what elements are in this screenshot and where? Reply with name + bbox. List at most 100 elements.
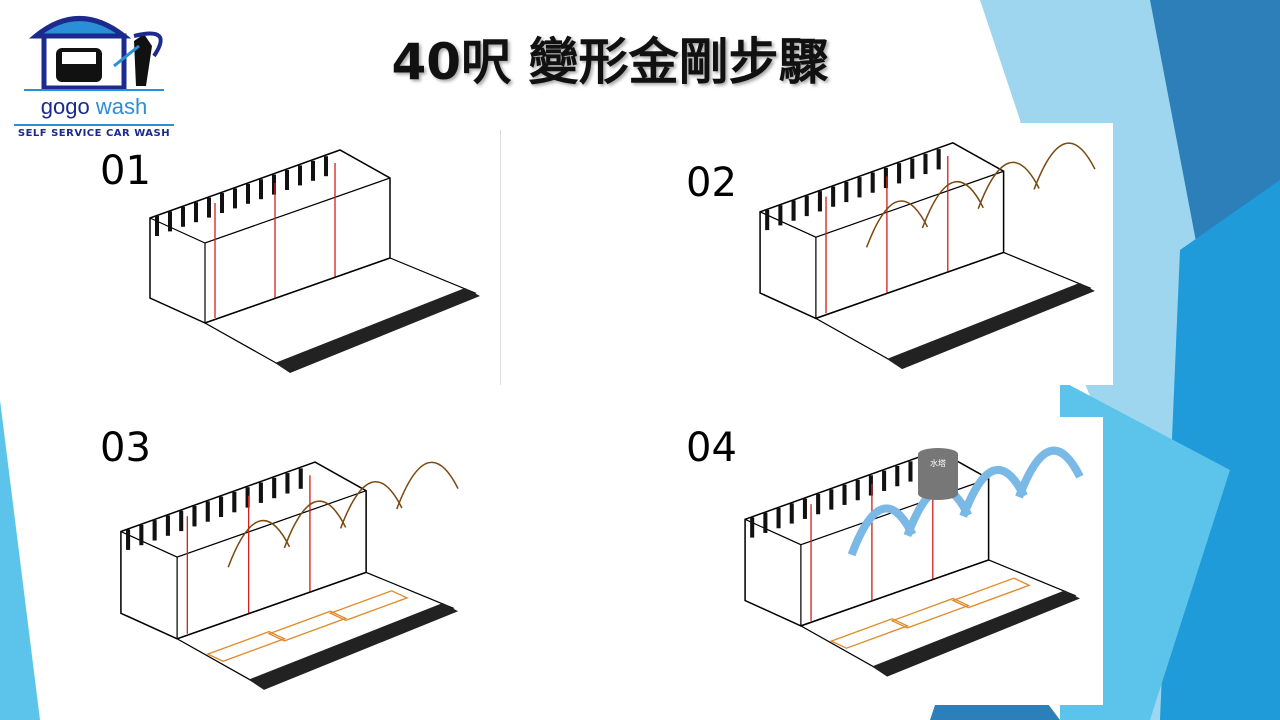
wall-panel bbox=[219, 496, 224, 518]
wall-panel bbox=[272, 477, 277, 499]
roof-arch bbox=[283, 500, 347, 549]
wall-panel bbox=[855, 479, 860, 501]
car-wash-icon bbox=[24, 16, 164, 91]
wall-panel bbox=[778, 205, 783, 226]
roof-arch bbox=[1015, 446, 1084, 499]
wall-panel bbox=[285, 473, 290, 494]
wall-panel bbox=[259, 179, 263, 200]
wall-panel bbox=[194, 202, 198, 223]
wall-panel bbox=[179, 510, 184, 532]
wall-panel bbox=[895, 465, 900, 487]
ramp bbox=[248, 603, 459, 690]
wall-panel bbox=[908, 461, 913, 482]
wall-panel bbox=[789, 503, 794, 524]
wall-panel bbox=[272, 174, 276, 195]
step-1-diagram bbox=[149, 149, 480, 373]
wall-panel bbox=[246, 183, 250, 204]
wall-panel bbox=[936, 149, 941, 170]
wall-panel bbox=[842, 484, 847, 505]
wall-panel bbox=[923, 153, 928, 175]
roof-arch bbox=[1033, 142, 1096, 190]
wall-panel bbox=[816, 493, 821, 515]
parking-bay bbox=[267, 610, 348, 642]
wall-panel bbox=[868, 475, 873, 496]
wall-panel bbox=[870, 172, 875, 193]
step-2-diagram bbox=[759, 142, 1096, 370]
wall-panel bbox=[139, 524, 144, 546]
wall-panel bbox=[165, 515, 170, 536]
wall-panel bbox=[192, 505, 197, 527]
wall-panel bbox=[245, 487, 250, 508]
wall-panel bbox=[311, 160, 315, 181]
floor-platform bbox=[175, 571, 455, 686]
logo-tagline: SELF SERVICE CAR WASH bbox=[14, 124, 174, 139]
roof-arch bbox=[227, 519, 291, 568]
wall-panel bbox=[765, 209, 770, 231]
step-3-diagram bbox=[120, 461, 459, 690]
container-frame bbox=[759, 142, 1005, 320]
wall-panel bbox=[298, 468, 303, 489]
wall-panel bbox=[910, 158, 915, 179]
ramp bbox=[275, 288, 480, 373]
wall-panel bbox=[802, 498, 807, 519]
wall-panel bbox=[205, 501, 210, 522]
wall-panel bbox=[857, 177, 862, 198]
wall-panel bbox=[882, 470, 887, 491]
floor-platform bbox=[203, 257, 477, 369]
wall-panel bbox=[817, 191, 822, 212]
roof-arch bbox=[959, 465, 1028, 518]
parking-bay bbox=[890, 597, 971, 629]
step-number-3: 03 bbox=[100, 425, 151, 471]
wall-panel bbox=[763, 512, 768, 533]
wall-panel bbox=[776, 507, 781, 529]
wall-panel bbox=[232, 491, 237, 513]
wall-panel bbox=[897, 163, 902, 184]
wall-panel bbox=[831, 186, 836, 207]
step-number-4: 04 bbox=[686, 425, 737, 471]
container-top-edge bbox=[149, 177, 391, 244]
wall-panel bbox=[155, 216, 159, 236]
wall-panel bbox=[883, 167, 888, 189]
water-tower-label: 水塔 bbox=[930, 459, 946, 468]
logo-name-gogo: gogo bbox=[40, 94, 90, 119]
wall-panel bbox=[207, 197, 211, 218]
logo-name-wash: wash bbox=[89, 94, 148, 119]
wall-panel bbox=[829, 489, 834, 510]
wall-panel bbox=[844, 181, 849, 203]
container-top-edge bbox=[759, 170, 1004, 238]
wall-panel bbox=[285, 170, 289, 190]
parking-bay bbox=[328, 590, 409, 622]
step-panel-1-divider bbox=[500, 130, 501, 385]
parking-bay bbox=[206, 630, 287, 663]
ramp bbox=[871, 590, 1080, 677]
parking-bay bbox=[829, 618, 910, 649]
wall-panel bbox=[804, 195, 809, 217]
water-tower: 水塔 bbox=[918, 448, 958, 500]
slide-title: 40呎 變形金剛步驟 bbox=[391, 33, 829, 91]
step-number-2: 02 bbox=[686, 160, 737, 206]
container-top-edge bbox=[120, 490, 367, 558]
parking-bay bbox=[951, 577, 1031, 609]
container-frame bbox=[149, 149, 391, 324]
floor-platform bbox=[814, 251, 1092, 365]
wall-panel bbox=[258, 482, 263, 503]
wall-panel bbox=[298, 165, 302, 186]
wall-panel bbox=[750, 517, 755, 538]
wall-panel bbox=[126, 529, 131, 550]
wall-panel bbox=[181, 206, 185, 227]
step-number-1: 01 bbox=[100, 148, 151, 194]
roof-arch bbox=[865, 200, 929, 248]
wall-panel bbox=[233, 188, 237, 209]
roof-arch bbox=[339, 481, 403, 529]
roof-arch bbox=[847, 504, 917, 557]
roof-arch bbox=[977, 161, 1040, 210]
wall-panel bbox=[168, 211, 172, 232]
step-4-diagram bbox=[744, 446, 1084, 677]
wall-panel bbox=[791, 200, 796, 221]
roof-arch bbox=[921, 180, 984, 229]
floor-platform bbox=[799, 559, 1077, 673]
roof-arch bbox=[396, 461, 459, 510]
wall-panel bbox=[152, 520, 157, 541]
ramp bbox=[886, 282, 1095, 370]
wall-panel bbox=[220, 193, 224, 213]
